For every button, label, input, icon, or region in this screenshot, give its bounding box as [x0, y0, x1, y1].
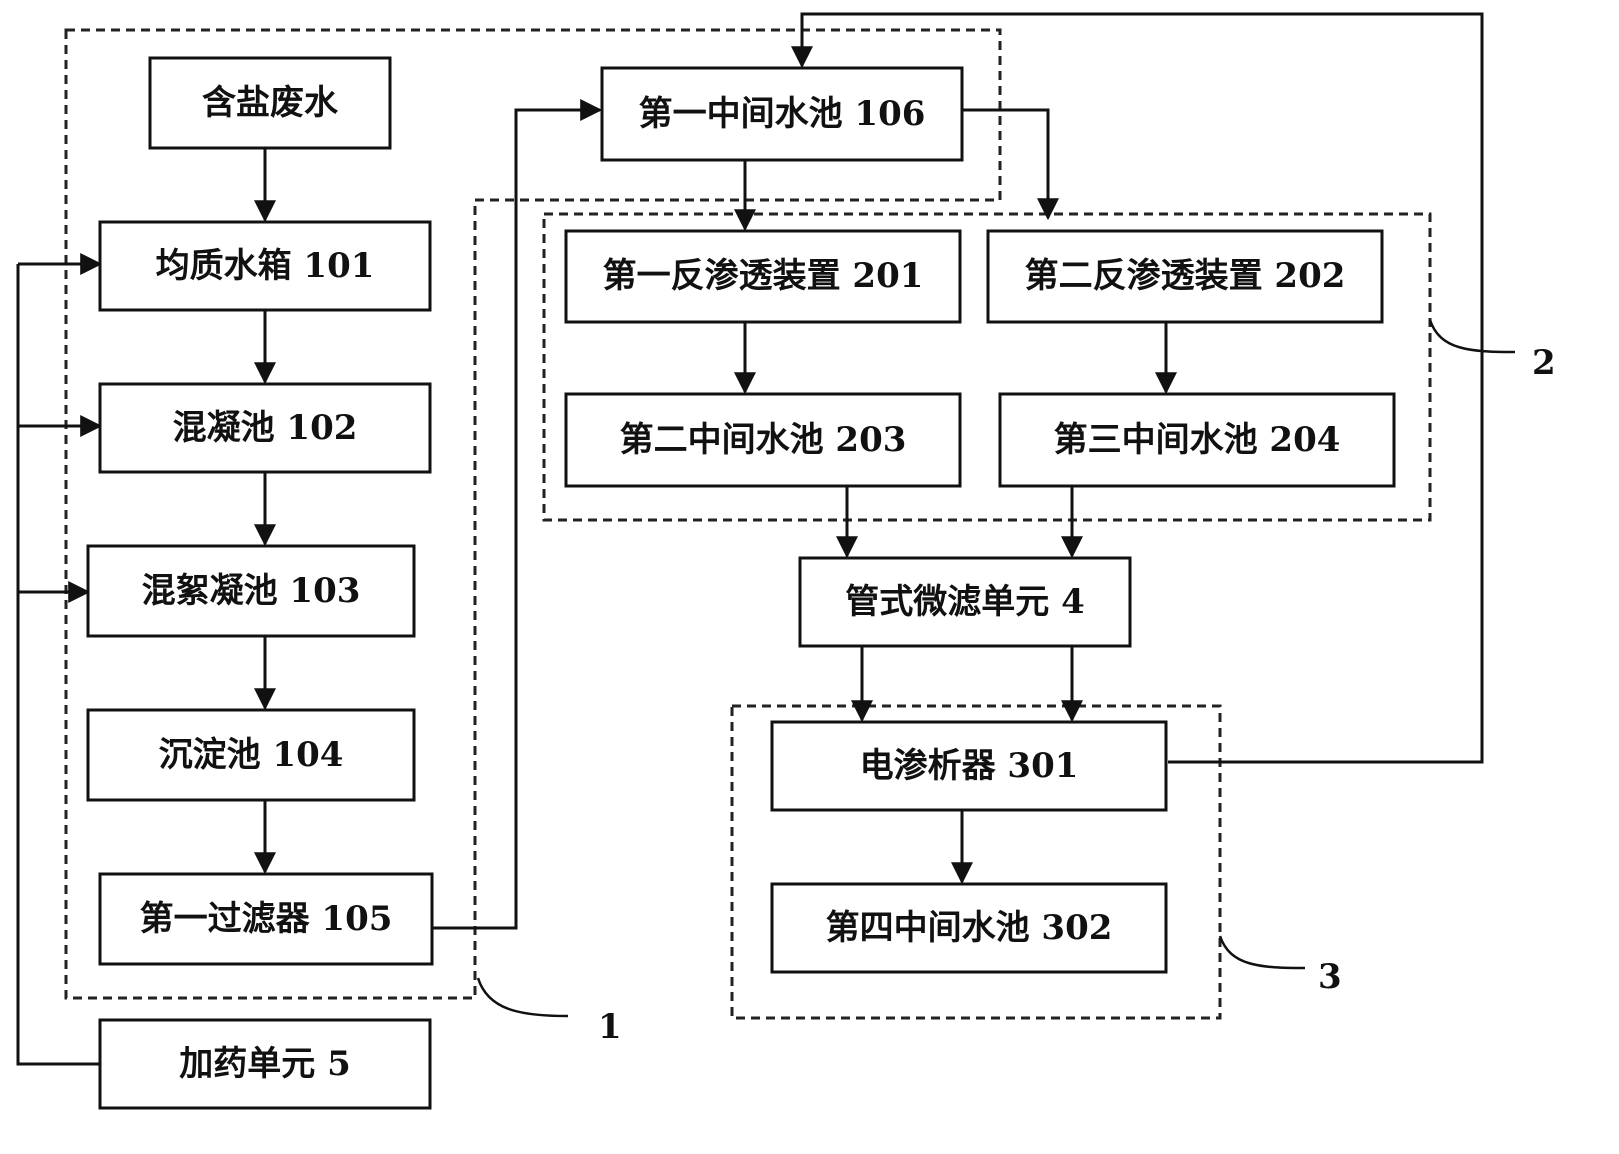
node-pool-203-label: 第二中间水池 203 — [620, 420, 907, 460]
node-homog-tank-101-label: 均质水箱 101 — [156, 246, 375, 286]
node-saline-wastewater-label: 含盐废水 — [202, 83, 339, 123]
node-filter1-105: 第一过滤器 105 — [98, 872, 434, 966]
node-ro-201-label: 第一反渗透装置 201 — [603, 256, 924, 296]
group-3-outline — [730, 704, 1222, 1020]
edge-105-to-106 — [432, 99, 603, 930]
node-dosing-5-label: 加药单元 5 — [179, 1044, 351, 1084]
node-floc-tank-103: 混絮凝池 103 — [86, 544, 416, 638]
node-pool-203: 第二中间水池 203 — [564, 392, 962, 488]
node-ed-301-label: 电渗析器 301 — [860, 746, 1079, 786]
group-2-ref: 2 — [1532, 343, 1556, 383]
node-pool-302: 第四中间水池 302 — [770, 882, 1168, 974]
node-pool-204: 第三中间水池 204 — [998, 392, 1396, 488]
node-pool-106-label: 第一中间水池 106 — [639, 94, 926, 134]
edge-106-to-202 — [962, 108, 1059, 221]
node-ro-202: 第二反渗透装置 202 — [986, 229, 1384, 324]
node-pool-204-label: 第三中间水池 204 — [1054, 420, 1341, 460]
group-2-outline — [542, 212, 1432, 522]
node-dosing-5: 加药单元 5 — [98, 1018, 432, 1110]
node-tubular-mf-4-label: 管式微滤单元 4 — [845, 582, 1085, 622]
node-ro-201: 第一反渗透装置 201 — [564, 229, 962, 324]
group-3-ref: 3 — [1318, 957, 1342, 997]
node-tubular-mf-4: 管式微滤单元 4 — [798, 556, 1132, 648]
node-sedim-tank-104-label: 沉淀池 104 — [159, 735, 344, 775]
node-sedim-tank-104: 沉淀池 104 — [86, 708, 416, 802]
node-homog-tank-101: 均质水箱 101 — [98, 220, 432, 312]
edge-301-recycle-to-106 — [791, 12, 1484, 764]
group-3-leader — [1218, 935, 1306, 970]
node-ed-301: 电渗析器 301 — [770, 720, 1168, 812]
node-floc-tank-103-label: 混絮凝池 103 — [142, 571, 361, 611]
node-coag-tank-102: 混凝池 102 — [98, 382, 432, 474]
group-2-leader — [1428, 319, 1516, 354]
node-pool-106: 第一中间水池 106 — [600, 66, 964, 162]
group-1-leader — [476, 977, 569, 1018]
node-filter1-105-label: 第一过滤器 105 — [140, 899, 393, 939]
edge-dosing-trunk — [16, 264, 100, 1066]
connectors — [16, 12, 1484, 1066]
node-pool-302-label: 第四中间水池 302 — [826, 908, 1113, 948]
group-1-ref: 1 — [598, 1007, 622, 1047]
node-ro-202-label: 第二反渗透装置 202 — [1025, 256, 1346, 296]
group-1-outline — [64, 28, 1002, 1000]
node-saline-wastewater: 含盐废水 — [148, 56, 392, 150]
node-coag-tank-102-label: 混凝池 102 — [173, 408, 358, 448]
